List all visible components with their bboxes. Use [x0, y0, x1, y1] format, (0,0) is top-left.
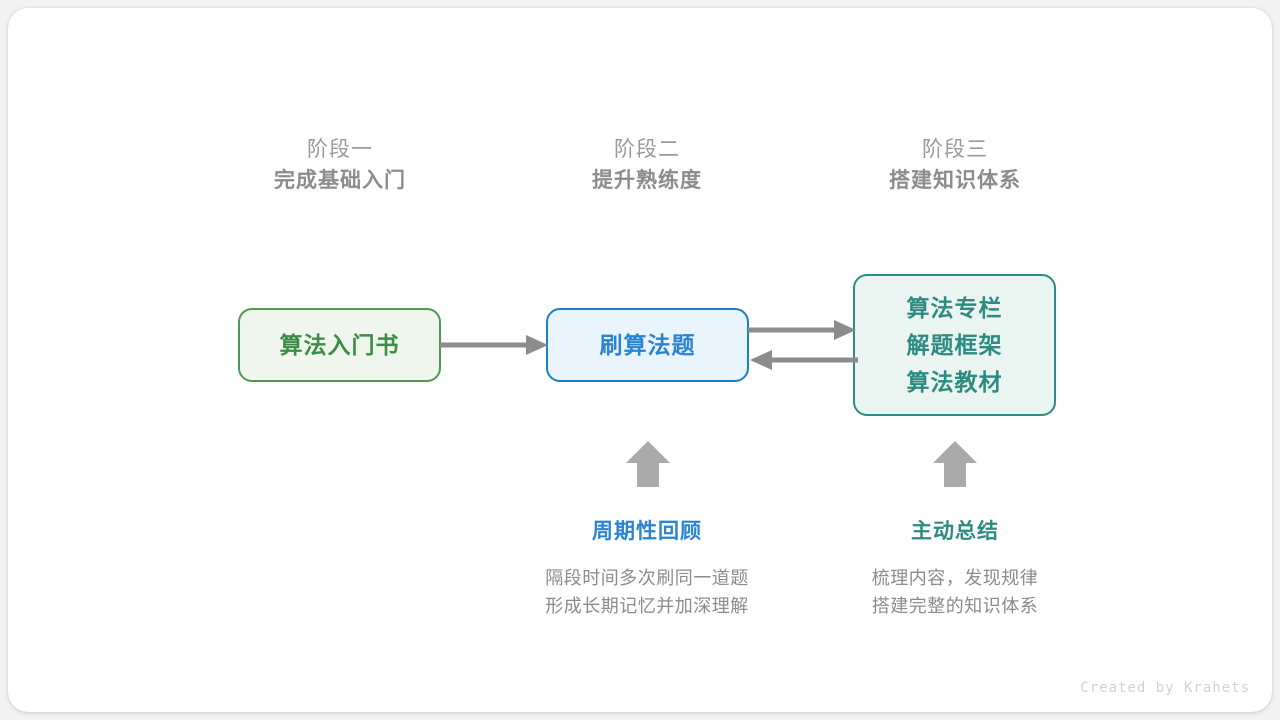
node-resources-line-2: 解题框架: [906, 331, 1003, 358]
node-resources-line-3: 算法教材: [906, 368, 1003, 395]
annotation-summary-description: 梳理内容，发现规律 搭建完整的知识体系: [805, 564, 1105, 620]
stage-header-2: 阶段二 提升熟练度: [527, 136, 767, 198]
stage-2-subtitle: 阶段二: [614, 138, 680, 161]
node-book-line-1: 算法入门书: [279, 331, 400, 358]
annotation-review-description: 隔段时间多次刷同一道题 形成长期记忆并加深理解: [497, 564, 797, 620]
node-algorithm-intro-book[interactable]: 算法入门书: [238, 308, 441, 382]
stage-1-subtitle: 阶段一: [307, 138, 373, 161]
node-practice-problems[interactable]: 刷算法题: [546, 308, 749, 382]
stage-3-subtitle: 阶段三: [922, 138, 988, 161]
connector-resources-to-practice: [750, 350, 858, 370]
annotation-summary-desc-line-1: 梳理内容，发现规律: [871, 568, 1039, 588]
diagram-canvas: 阶段一 完成基础入门 阶段二 提升熟练度 阶段三 搭建知识体系 算法入门书 刷算…: [8, 8, 1272, 712]
annotation-summary-title: 主动总结: [911, 520, 999, 543]
stage-header-1: 阶段一 完成基础入门: [220, 136, 460, 198]
node-learning-resources[interactable]: 算法专栏 解题框架 算法教材: [853, 274, 1056, 416]
credit-text: Created by Krahets: [1080, 680, 1250, 696]
up-arrow-review-icon: [626, 441, 670, 487]
annotation-review-desc-line-1: 隔段时间多次刷同一道题: [545, 568, 749, 588]
annotation-periodic-review: 周期性回顾 隔段时间多次刷同一道题 形成长期记忆并加深理解: [497, 517, 797, 620]
annotation-review-title: 周期性回顾: [592, 520, 702, 543]
annotation-review-desc-line-2: 形成长期记忆并加深理解: [545, 596, 749, 616]
connector-practice-to-resources: [748, 320, 856, 340]
node-practice-line-1: 刷算法题: [599, 331, 696, 358]
stage-2-title: 提升熟练度: [592, 169, 702, 192]
stage-header-3: 阶段三 搭建知识体系: [835, 136, 1075, 198]
stage-1-title: 完成基础入门: [274, 169, 406, 192]
up-arrow-summary-icon: [933, 441, 977, 487]
node-resources-line-1: 算法专栏: [906, 294, 1003, 321]
annotation-summary-desc-line-2: 搭建完整的知识体系: [871, 596, 1039, 616]
stage-3-title: 搭建知识体系: [889, 169, 1021, 192]
annotation-active-summary: 主动总结 梳理内容，发现规律 搭建完整的知识体系: [805, 517, 1105, 620]
connector-book-to-practice: [440, 335, 548, 355]
